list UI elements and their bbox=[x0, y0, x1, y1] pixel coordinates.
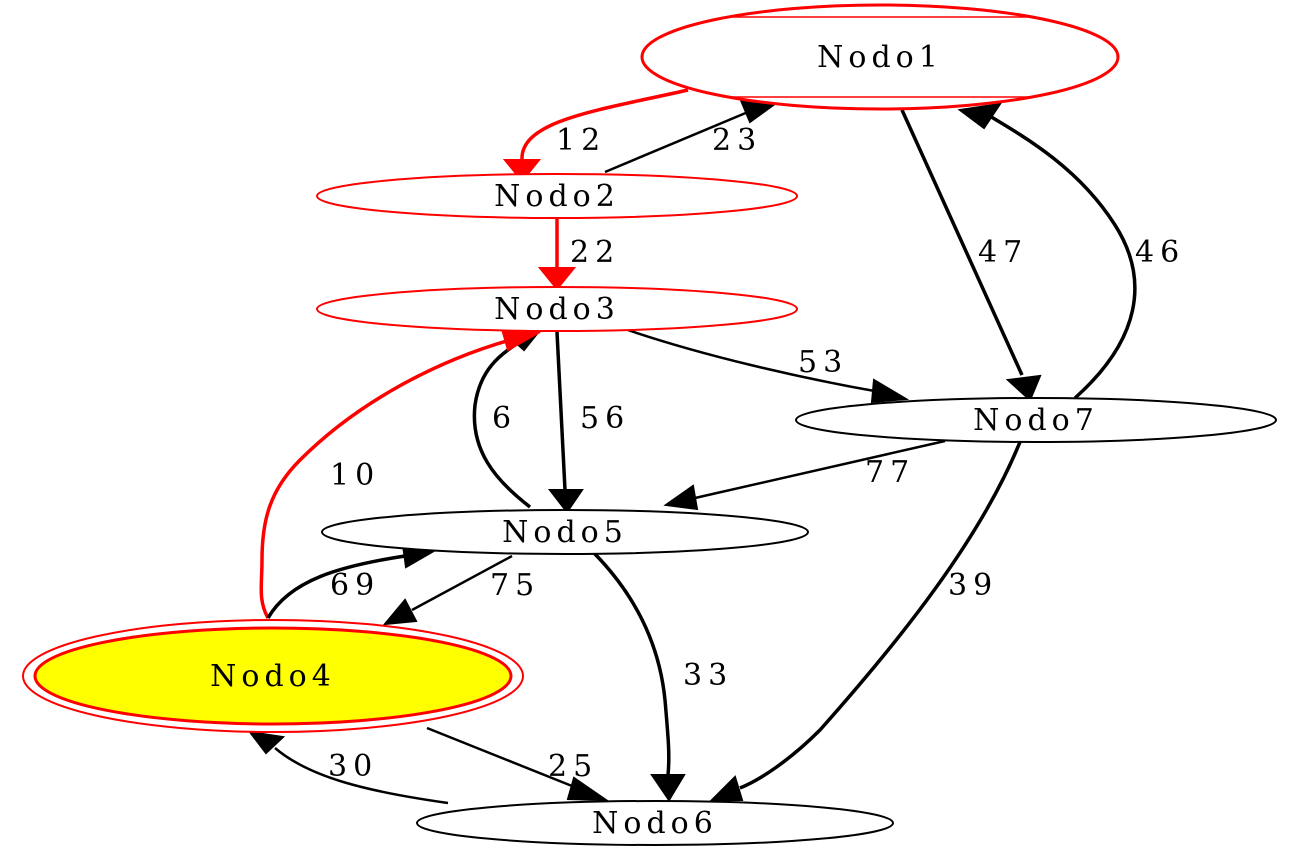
edge-nodo7-nodo1: 46 bbox=[957, 102, 1185, 400]
edge-nodo7-nodo5: 77 bbox=[663, 439, 946, 511]
edge-label-39: 39 bbox=[948, 568, 998, 603]
edge-nodo2-nodo1: 23 bbox=[604, 96, 779, 174]
node-label-nodo3: Nodo3 bbox=[494, 292, 620, 327]
edge-nodo1-nodo7: 47 bbox=[900, 109, 1042, 402]
edge-label-10: 10 bbox=[330, 458, 380, 493]
node-nodo1[interactable]: Nodo1 bbox=[640, 3, 1120, 111]
node-nodo4[interactable]: Nodo4 bbox=[22, 619, 524, 733]
node-label-nodo5: Nodo5 bbox=[502, 515, 628, 550]
edge-nodo4-nodo3: 10 bbox=[259, 327, 542, 619]
edge-label-56: 56 bbox=[580, 401, 630, 436]
edge-nodo4-nodo6: 25 bbox=[426, 726, 610, 802]
edge-nodo5-nodo4: 75 bbox=[382, 554, 540, 626]
edge-label-33: 33 bbox=[683, 658, 733, 693]
edge-label-6: 6 bbox=[492, 401, 517, 436]
edge-label-30: 30 bbox=[328, 749, 378, 784]
node-label-nodo7: Nodo7 bbox=[973, 403, 1099, 438]
edge-label-47: 47 bbox=[978, 235, 1028, 270]
node-label-nodo2: Nodo2 bbox=[494, 179, 620, 214]
edge-label-69: 69 bbox=[330, 568, 380, 603]
edge-label-25: 25 bbox=[548, 749, 598, 784]
node-nodo5[interactable]: Nodo5 bbox=[321, 509, 809, 555]
node-nodo7[interactable]: Nodo7 bbox=[795, 397, 1277, 443]
edge-nodo5-nodo6: 33 bbox=[592, 551, 733, 802]
edge-label-77: 77 bbox=[865, 455, 915, 490]
edge-nodo2-nodo3: 22 bbox=[537, 219, 620, 291]
node-nodo6[interactable]: Nodo6 bbox=[416, 800, 894, 846]
edge-label-22: 22 bbox=[570, 235, 620, 270]
node-label-nodo1: Nodo1 bbox=[817, 40, 943, 75]
edge-label-12: 12 bbox=[556, 123, 606, 158]
edge-label-53: 53 bbox=[798, 345, 848, 380]
edge-label-75: 75 bbox=[490, 568, 540, 603]
edge-nodo3-nodo7: 53 bbox=[621, 326, 910, 404]
edge-nodo3-nodo5: 56 bbox=[547, 331, 630, 514]
edge-label-23: 23 bbox=[712, 123, 762, 158]
edge-nodo5-nodo3: 6 bbox=[472, 328, 543, 509]
node-nodo2[interactable]: Nodo2 bbox=[316, 173, 798, 219]
edge-nodo7-nodo6: 39 bbox=[709, 441, 1022, 801]
edge-label-46: 46 bbox=[1135, 235, 1185, 270]
node-label-nodo4: Nodo4 bbox=[210, 659, 336, 694]
edge-nodo6-nodo4: 30 bbox=[247, 730, 449, 805]
edge-nodo1-nodo2: 12 bbox=[502, 88, 689, 183]
node-nodo3[interactable]: Nodo3 bbox=[316, 286, 798, 332]
node-label-nodo6: Nodo6 bbox=[592, 806, 718, 841]
